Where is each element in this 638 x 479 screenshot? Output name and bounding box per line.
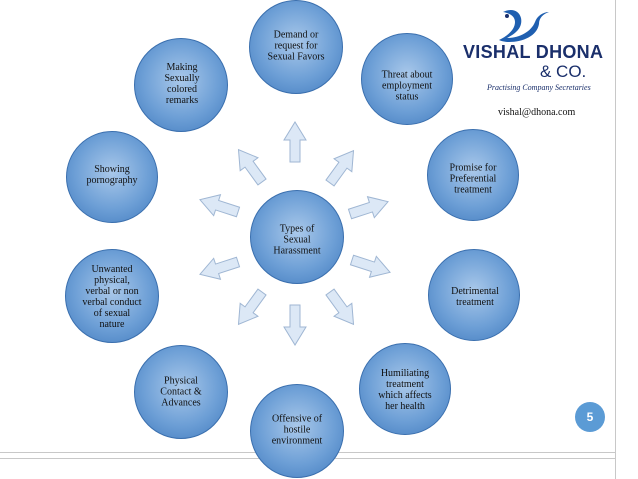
logo-company-name: VISHAL DHONA (463, 42, 604, 62)
arrow-to-physical (229, 285, 272, 332)
circle-demand (249, 0, 343, 94)
circle-center (250, 190, 344, 284)
arrow-to-promise (346, 190, 392, 225)
circle-offensive (250, 384, 344, 478)
circle-unwanted (65, 249, 159, 343)
email-text: vishal@dhona.com (498, 107, 576, 118)
page-number-badge: 5 (575, 402, 605, 432)
swan-logo-icon (499, 10, 549, 42)
circle-humiliating (359, 343, 451, 435)
circle-threat (361, 33, 453, 125)
arrow-to-humiliating (320, 285, 363, 332)
right-divider-line (615, 0, 616, 479)
circle-promise (427, 129, 519, 221)
arrow-to-showing (196, 188, 242, 223)
logo-tagline: Practising Company Secretaries (487, 83, 591, 92)
circle-physical (134, 345, 228, 439)
circle-making (134, 38, 228, 132)
circle-detrimental (428, 249, 520, 341)
arrow-to-demand (283, 121, 307, 163)
logo-area (455, 0, 605, 98)
arrow-to-threat (320, 143, 363, 190)
arrow-to-detrimental (348, 249, 394, 284)
arrow-to-making (229, 142, 272, 189)
arrow-to-unwanted (196, 251, 242, 286)
circle-showing (66, 131, 158, 223)
logo-company-suffix: & CO. (540, 62, 587, 81)
arrow-to-offensive (283, 304, 307, 346)
